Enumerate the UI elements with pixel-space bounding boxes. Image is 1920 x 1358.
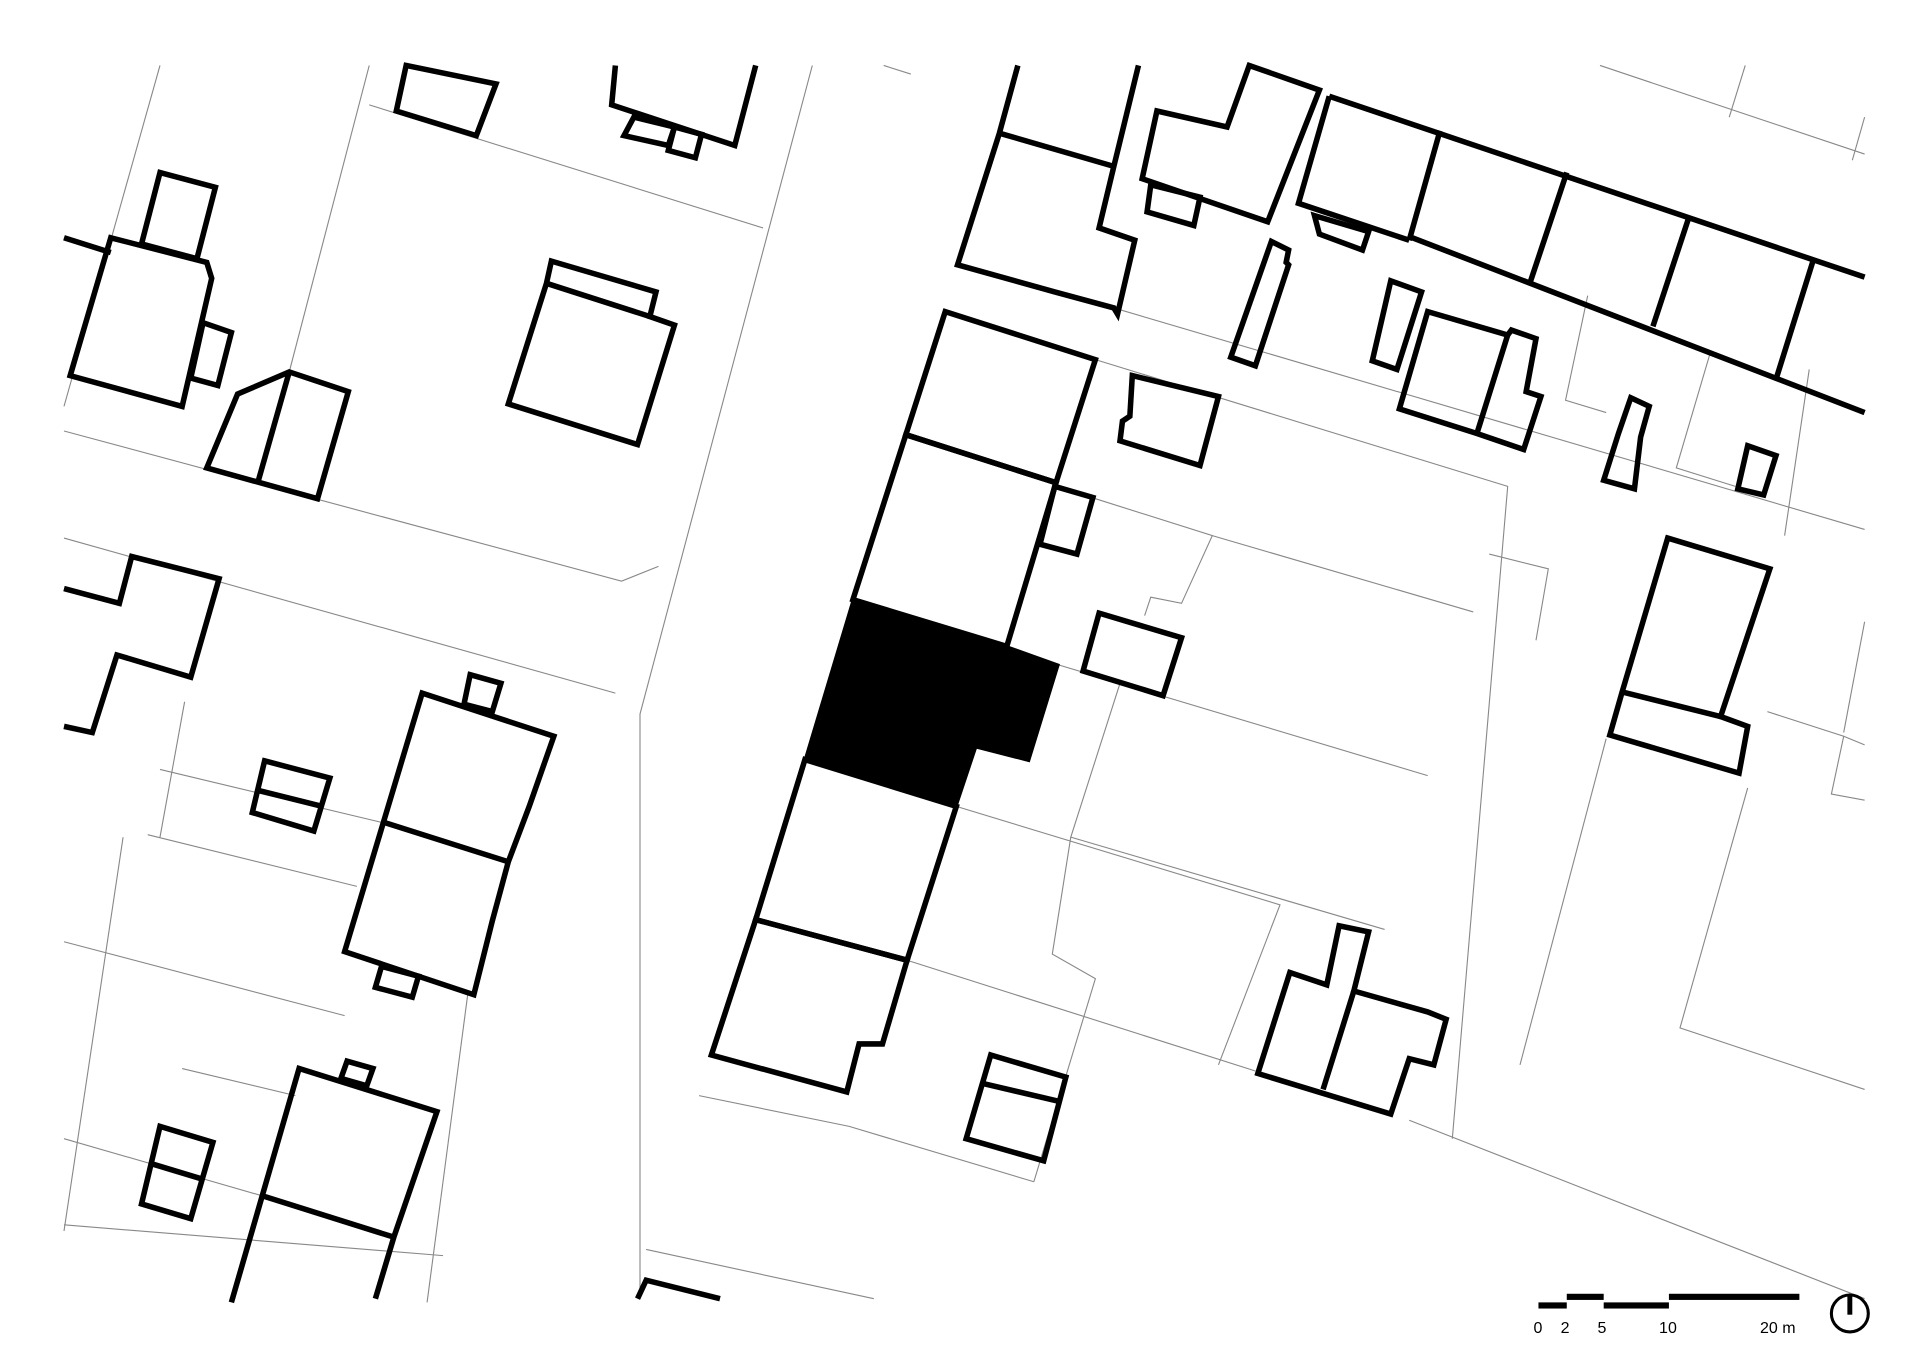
- scale-segment: [1668, 1293, 1800, 1300]
- highlighted-building: [803, 598, 1060, 808]
- scale-label-20: 20 m: [1760, 1320, 1796, 1337]
- scale-label-10: 10: [1659, 1320, 1677, 1337]
- scale-segment: [1566, 1293, 1604, 1300]
- scale-label-5: 5: [1598, 1320, 1607, 1337]
- scale-label-2: 2: [1561, 1320, 1570, 1337]
- scale-segment: [1538, 1302, 1567, 1309]
- north-arrow-icon: [1829, 1293, 1870, 1334]
- scale-bar: 0 2 5 10 20 m: [1534, 1293, 1800, 1337]
- buildings: [63, 61, 1866, 1304]
- scale-segment: [1603, 1302, 1669, 1309]
- scale-label-0: 0: [1534, 1320, 1543, 1337]
